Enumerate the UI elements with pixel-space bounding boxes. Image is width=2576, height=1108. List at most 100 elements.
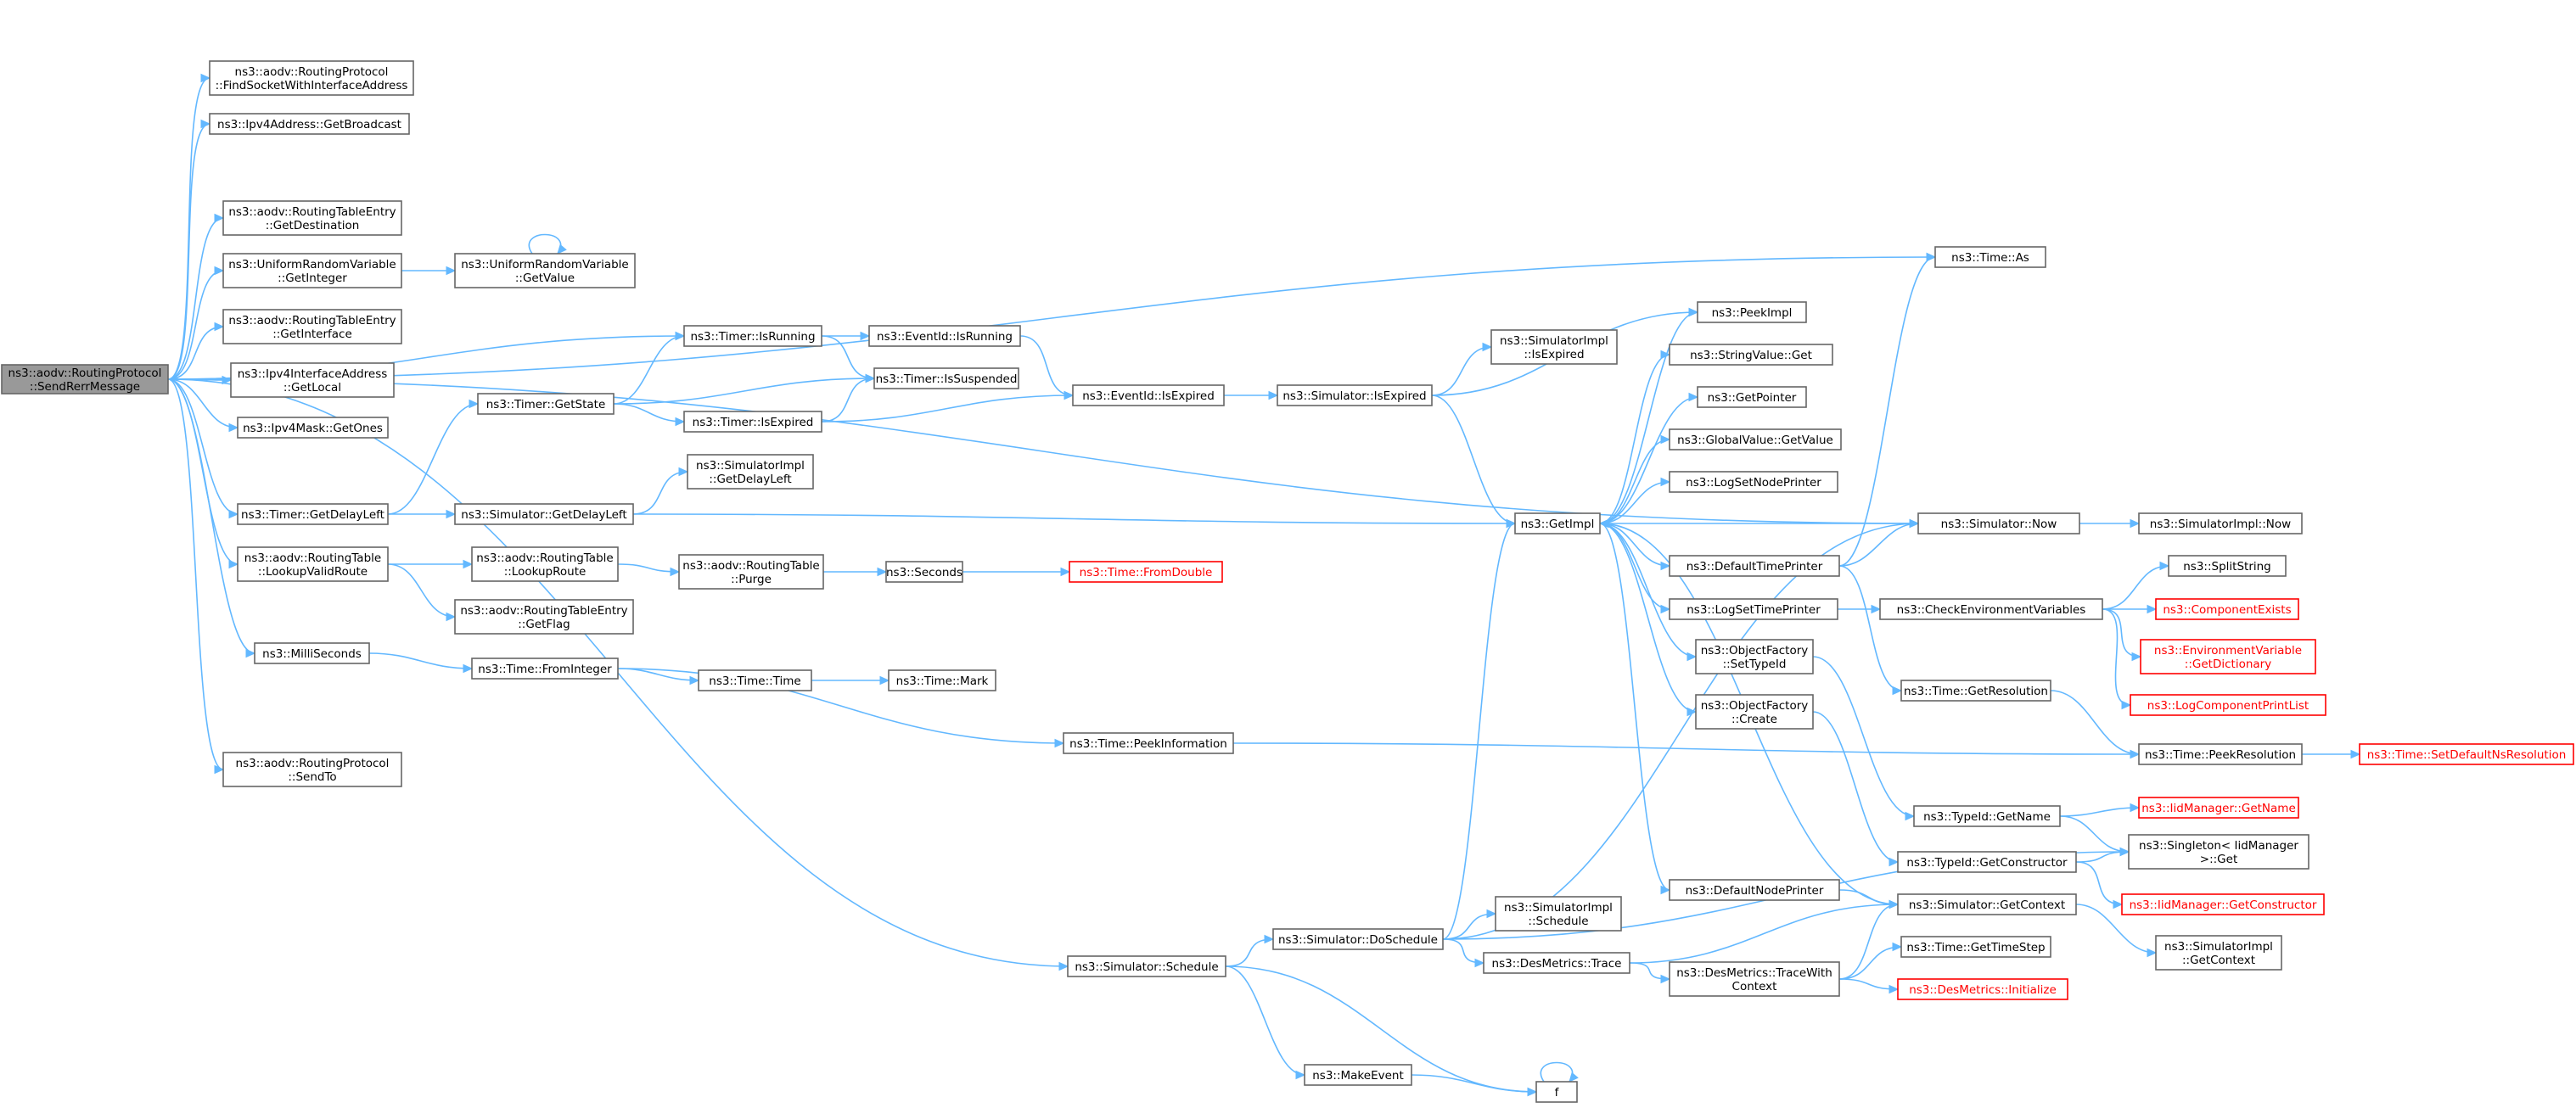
function-node-envvar-getdict[interactable]: ns3::EnvironmentVariable::GetDictionary [2140, 639, 2316, 674]
function-node-simimpl-getcontext[interactable]: ns3::SimulatorImpl::GetContext [2155, 935, 2282, 971]
node-box [1697, 301, 1807, 323]
node-label: ns3::DesMetrics::Initialize [1909, 983, 2057, 997]
function-node-getinterface[interactable]: ns3::aodv::RoutingTableEntry::GetInterfa… [222, 309, 402, 344]
call-edge [167, 256, 1936, 380]
call-edge [1442, 938, 1484, 964]
function-node-time-peekresolution[interactable]: ns3::Time::PeekResolution [2138, 743, 2303, 765]
function-node-time-as[interactable]: ns3::Time::As [1934, 246, 2046, 268]
function-node-typeid-getconstructor[interactable]: ns3::TypeId::GetConstructor [1897, 851, 2077, 873]
call-edge [1431, 346, 1492, 396]
function-node-desmetrics-initialize[interactable]: ns3::DesMetrics::Initialize [1897, 978, 2068, 1000]
function-node-root[interactable]: ns3::aodv::RoutingProtocol::SendRerrMess… [1, 364, 169, 395]
function-node-getbroadcast[interactable]: ns3::Ipv4Address::GetBroadcast [209, 113, 410, 135]
function-node-simimpl-schedule[interactable]: ns3::SimulatorImpl::Schedule [1495, 896, 1622, 932]
node-box [873, 367, 1019, 389]
function-node-peekinformation[interactable]: ns3::Time::PeekInformation [1063, 732, 1234, 754]
function-node-defaultnodeprinter[interactable]: ns3::DefaultNodePrinter [1669, 879, 1840, 901]
function-node-milliseconds[interactable]: ns3::MilliSeconds [254, 642, 370, 664]
function-node-doschedule[interactable]: ns3::Simulator::DoSchedule [1272, 928, 1444, 950]
function-node-issuspended[interactable]: ns3::Timer::IsSuspended [873, 367, 1019, 389]
function-node-sendto[interactable]: ns3::aodv::RoutingProtocol::SendTo [222, 752, 402, 787]
function-node-makeevent[interactable]: ns3::MakeEvent [1304, 1064, 1412, 1086]
function-node-checkenv[interactable]: ns3::CheckEnvironmentVariables [1879, 598, 2103, 620]
node-box [2155, 935, 2282, 971]
function-node-getimpl[interactable]: ns3::GetImpl [1514, 512, 1601, 534]
function-node-lookuproute[interactable]: ns3::aodv::RoutingTable::LookupRoute [471, 546, 619, 582]
function-node-iidmanager-getname[interactable]: ns3::IidManager::GetName [2138, 797, 2299, 819]
function-node-logsettimeprinter[interactable]: ns3::LogSetTimePrinter [1669, 598, 1838, 620]
function-node-getinteger[interactable]: ns3::UniformRandomVariable::GetInteger [222, 253, 402, 288]
node-label: ns3::Time::GetTimeStep [1906, 941, 2045, 954]
function-node-peekimpl[interactable]: ns3::PeekImpl [1697, 301, 1807, 323]
function-node-isexpired-timer[interactable]: ns3::Timer::IsExpired [683, 411, 822, 433]
function-node-getones[interactable]: ns3::Ipv4Mask::GetOnes [237, 417, 389, 439]
function-node-objectfactory-create[interactable]: ns3::ObjectFactory::Create [1695, 694, 1814, 730]
function-node-time-getresolution[interactable]: ns3::Time::GetResolution [1900, 680, 2051, 702]
function-node-getpointer[interactable]: ns3::GetPointer [1697, 386, 1807, 408]
node-label: ns3::ObjectFactory [1701, 699, 1809, 713]
function-node-singleton-get[interactable]: ns3::Singleton< IidManager >::Get [2128, 834, 2309, 870]
function-node-iidmanager-getconstructor[interactable]: ns3::IidManager::GetConstructor [2121, 893, 2325, 915]
function-node-time-mark[interactable]: ns3::Time::Mark [888, 669, 996, 691]
edge-arrowhead [245, 648, 256, 658]
node-label: ns3::PeekImpl [1712, 306, 1793, 320]
function-node-getvalue-urv[interactable]: ns3::UniformRandomVariable::GetValue [454, 253, 636, 288]
node-label: ::Purge [731, 573, 772, 586]
node-label: ns3::SimulatorImpl [696, 459, 805, 473]
function-node-simimpl-isexpired[interactable]: ns3::SimulatorImpl::IsExpired [1490, 329, 1618, 365]
function-node-time-time[interactable]: ns3::Time::Time [698, 669, 812, 691]
function-node-time-gettimestep[interactable]: ns3::Time::GetTimeStep [1900, 936, 2051, 958]
edge-arrowhead [1506, 518, 1517, 529]
function-node-findsocket[interactable]: ns3::aodv::RoutingProtocol::FindSocketWi… [209, 60, 414, 96]
call-edge [1225, 938, 1274, 967]
edge-arrowhead [1892, 686, 1903, 696]
function-node-getlocal[interactable]: ns3::Ipv4InterfaceAddress::GetLocal [230, 362, 395, 398]
function-node-lookupvalidroute[interactable]: ns3::aodv::RoutingTable::LookupValidRout… [237, 546, 389, 582]
edge-arrowhead [2147, 948, 2158, 958]
function-node-logcomponentprintlist[interactable]: ns3::LogComponentPrintList [2130, 694, 2326, 716]
node-label: ns3::Timer::GetDelayLeft [241, 508, 384, 522]
node-label: ns3::DefaultTimePrinter [1686, 560, 1823, 574]
function-node-sim-getcontext[interactable]: ns3::Simulator::GetContext [1897, 893, 2077, 915]
function-node-getstate[interactable]: ns3::Timer::GetState [477, 393, 615, 415]
function-node-sim-schedule[interactable]: ns3::Simulator::Schedule [1067, 955, 1226, 977]
function-node-sim-isexpired[interactable]: ns3::Simulator::IsExpired [1277, 384, 1433, 406]
function-node-splitstring[interactable]: ns3::SplitString [2168, 555, 2287, 577]
function-node-globalvalue-getvalue[interactable]: ns3::GlobalValue::GetValue [1669, 428, 1842, 450]
function-node-desmetrics-trace[interactable]: ns3::DesMetrics::Trace [1483, 952, 1630, 974]
function-node-eventid-isexpired[interactable]: ns3::EventId::IsExpired [1072, 384, 1225, 406]
function-node-getdestination[interactable]: ns3::aodv::RoutingTableEntry::GetDestina… [222, 200, 402, 236]
function-node-simimpl-now[interactable]: ns3::SimulatorImpl::Now [2138, 512, 2303, 534]
function-node-seconds[interactable]: ns3::Seconds [885, 561, 963, 583]
function-node-defaulttimeprinter[interactable]: ns3::DefaultTimePrinter [1669, 555, 1840, 577]
function-node-frominteger[interactable]: ns3::Time::FromInteger [471, 658, 619, 680]
edge-arrowhead [1660, 434, 1671, 445]
function-node-sim-now[interactable]: ns3::Simulator::Now [1917, 512, 2080, 534]
function-node-setdefaultnsresolution[interactable]: ns3::Time::SetDefaultNsResolution [2359, 743, 2574, 765]
function-node-typeid-getname[interactable]: ns3::TypeId::GetName [1913, 805, 2061, 827]
function-node-simimpl-getdelayleft[interactable]: ns3::SimulatorImpl::GetDelayLeft [687, 454, 814, 490]
call-edge [1225, 965, 1305, 1076]
edge-arrowhead [1598, 518, 1609, 529]
function-node-sim-getdelayleft[interactable]: ns3::Simulator::GetDelayLeft [454, 503, 634, 525]
function-node-purge[interactable]: ns3::aodv::RoutingTable::Purge [678, 554, 824, 590]
node-box [683, 411, 822, 433]
function-node-isrunning-timer[interactable]: ns3::Timer::IsRunning [683, 325, 822, 347]
function-node-stringvalue-get[interactable]: ns3::StringValue::Get [1669, 344, 1833, 366]
function-node-eventid-isrunning[interactable]: ns3::EventId::IsRunning [868, 325, 1021, 347]
node-label: ns3::SplitString [2183, 560, 2271, 574]
function-node-getdelayleft-timer[interactable]: ns3::Timer::GetDelayLeft [237, 503, 389, 525]
call-edge [387, 403, 479, 515]
function-node-objectfactory-settypeid[interactable]: ns3::ObjectFactory::SetTypeId [1695, 639, 1814, 674]
edge-arrowhead [1054, 738, 1065, 748]
function-node-fromdouble[interactable]: ns3::Time::FromDouble [1069, 561, 1223, 583]
function-node-getflag[interactable]: ns3::aodv::RoutingTableEntry::GetFlag [454, 599, 634, 635]
function-node-logsetnodeprinter[interactable]: ns3::LogSetNodePrinter [1669, 471, 1838, 493]
function-node-f[interactable]: f [1535, 1081, 1578, 1103]
call-edge [2075, 861, 2123, 905]
node-box [1669, 879, 1840, 901]
function-node-componentexists[interactable]: ns3::ComponentExists [2155, 598, 2299, 620]
edge-arrowhead [1660, 477, 1671, 487]
node-box [1897, 851, 2077, 873]
